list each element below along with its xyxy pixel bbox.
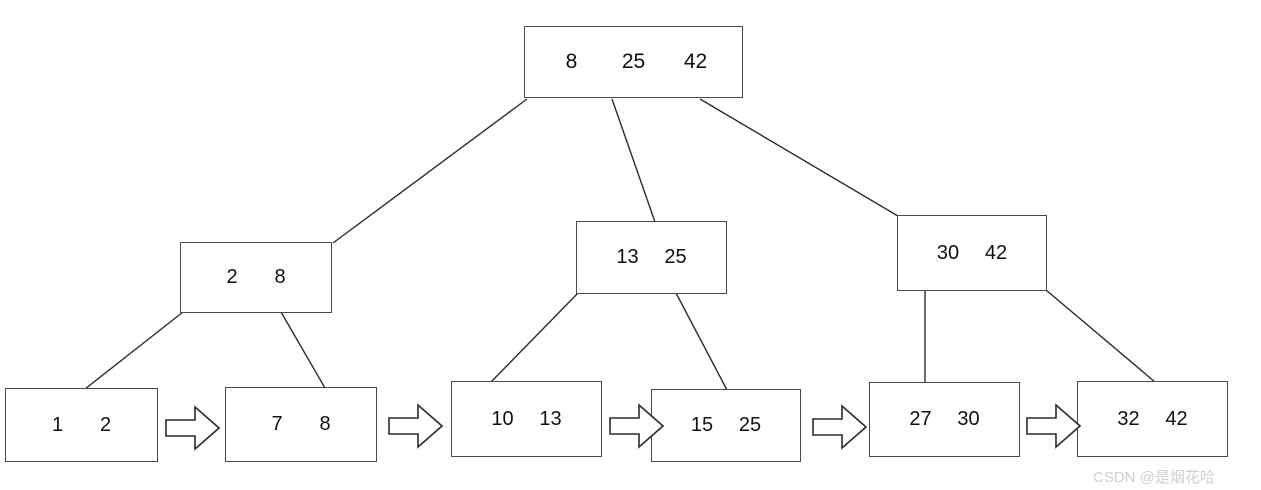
tree-edge-internal-left-to-leaf-2: [280, 311, 326, 389]
arrow-outline: [1026, 403, 1082, 449]
arrow-outline: [812, 404, 868, 450]
node-key: 8: [274, 266, 286, 288]
block-arrow-right-icon: [609, 403, 665, 449]
arrow-outline: [609, 403, 665, 449]
node-key: 13: [616, 246, 639, 268]
node-key: 30: [936, 241, 960, 264]
node-key: 7: [271, 413, 283, 435]
block-arrow-right-icon: [1026, 403, 1082, 449]
node-key: 42: [683, 50, 708, 73]
tree-edge-root-to-internal-right: [699, 98, 899, 217]
node-key: 15: [690, 414, 714, 436]
node-key: 1: [51, 413, 64, 436]
tree-edge-internal-right-to-leaf-6: [1045, 289, 1156, 383]
node-keys: 10 13: [479, 408, 575, 431]
tree-edge-internal-middle-to-leaf-3: [490, 292, 579, 383]
node-key: 25: [621, 50, 646, 73]
arrow-outline: [388, 403, 444, 449]
node-key: 8: [565, 50, 578, 73]
node-keys: 30 42: [924, 242, 1020, 265]
tree-node-internal-right[interactable]: 30 42: [897, 215, 1047, 291]
tree-edge-root-to-internal-middle: [611, 98, 656, 223]
watermark: CSDN @是烟花哈: [1093, 469, 1215, 486]
tree-node-leaf-3[interactable]: 10 13: [451, 381, 602, 457]
arrow-outline: [165, 405, 221, 451]
tree-node-internal-middle[interactable]: 13 25: [576, 221, 727, 294]
tree-node-root[interactable]: 8 25 42: [524, 26, 743, 98]
leaf-pointer-arrow-leaf-2-to-leaf-3: [388, 403, 444, 449]
leaf-pointer-arrow-leaf-4-to-leaf-5: [812, 404, 868, 450]
node-key: 25: [664, 246, 687, 268]
node-keys: 8 25 42: [541, 50, 727, 74]
node-key: 42: [984, 241, 1008, 264]
node-keys: 32 42: [1105, 408, 1201, 431]
block-arrow-right-icon: [812, 404, 868, 450]
tree-node-leaf-6[interactable]: 32 42: [1077, 381, 1228, 457]
block-arrow-right-icon: [388, 403, 444, 449]
node-keys: 13 25: [604, 246, 700, 269]
tree-edge-root-to-internal-left: [332, 98, 528, 244]
leaf-pointer-arrow-leaf-1-to-leaf-2: [165, 405, 221, 451]
node-key: 10: [491, 407, 514, 430]
node-key: 2: [99, 413, 112, 436]
node-key: 42: [1165, 407, 1188, 430]
node-key: 13: [539, 407, 562, 430]
node-key: 32: [1117, 407, 1140, 430]
node-key: 30: [957, 408, 980, 430]
block-arrow-right-icon: [165, 405, 221, 451]
tree-node-leaf-5[interactable]: 27 30: [869, 382, 1020, 457]
tree-edge-internal-middle-to-leaf-4: [675, 292, 728, 391]
tree-edge-internal-left-to-leaf-1: [84, 311, 184, 390]
leaf-pointer-arrow-leaf-5-to-leaf-6: [1026, 403, 1082, 449]
node-key: 8: [319, 413, 331, 435]
leaf-pointer-arrow-leaf-3-to-leaf-4: [609, 403, 665, 449]
node-key: 27: [909, 408, 932, 430]
node-keys: 27 30: [897, 408, 993, 431]
node-key: 2: [226, 266, 238, 288]
node-key: 25: [738, 414, 762, 436]
